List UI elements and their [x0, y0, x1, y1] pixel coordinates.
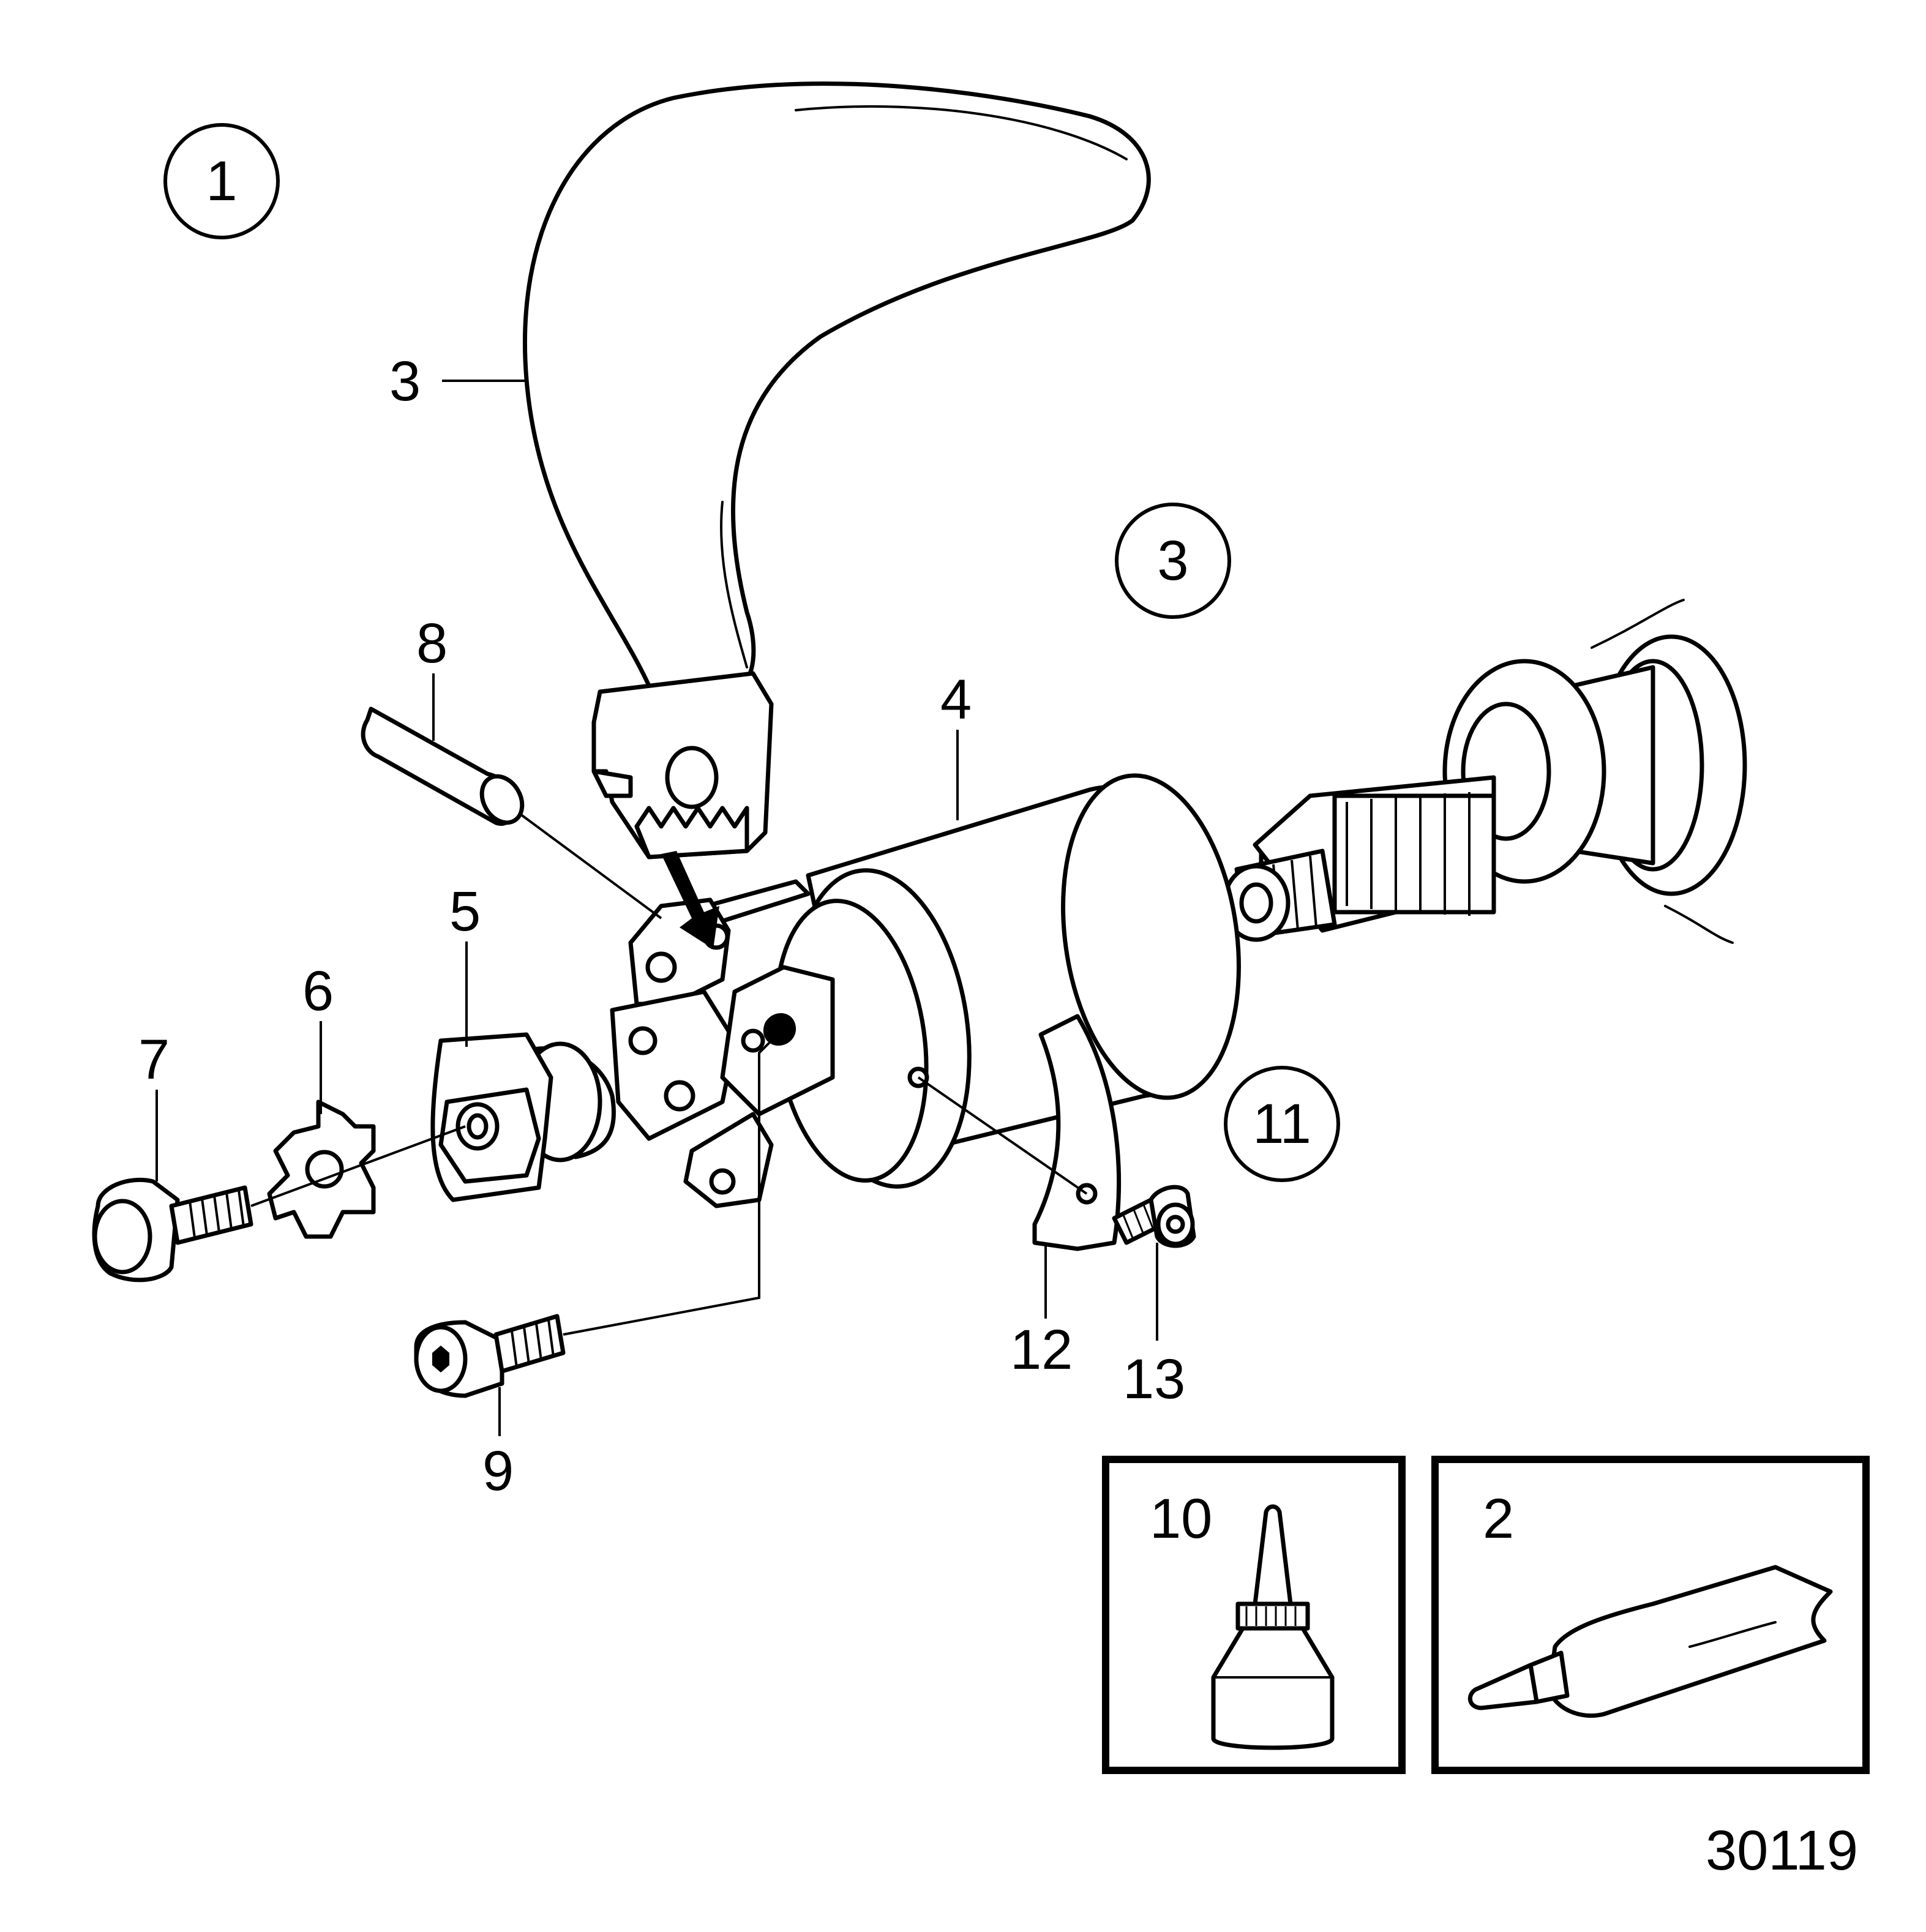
part-label-5: 5 [449, 880, 481, 943]
insert-arrow-icon [661, 851, 719, 949]
callout-11: 11 [1224, 1066, 1340, 1182]
bolt-part-7 [92, 1125, 466, 1282]
callout-1-label: 1 [206, 150, 237, 212]
callout-3-label: 3 [1157, 530, 1188, 592]
part-label-4: 4 [940, 668, 972, 731]
figure-number: 30119 [1706, 1819, 1858, 1882]
housing-part-4 [659, 773, 1241, 1189]
drive-shaft [1222, 599, 1747, 944]
callout-11-label: 11 [1253, 1093, 1311, 1155]
callout-1: 1 [163, 123, 280, 239]
part-label-12: 12 [1010, 1319, 1073, 1381]
callout-3: 3 [1115, 503, 1231, 619]
yoke-fork [610, 897, 835, 1208]
pin-part-8 [361, 706, 662, 919]
tiller-handle-part-3 [522, 81, 1151, 859]
supply-box-grease: 2 [1431, 1456, 1870, 1774]
part-label-13: 13 [1123, 1348, 1185, 1410]
part-label-3: 3 [389, 350, 421, 413]
supply-box-thread-locker: 10 [1102, 1456, 1406, 1774]
grease-tube-icon [1467, 1565, 1833, 1718]
part-label-9: 9 [482, 1440, 514, 1502]
lock-washer-part-6 [267, 1099, 376, 1239]
cap-screw-part-9 [414, 1039, 773, 1398]
part-label-7: 7 [138, 1028, 170, 1091]
small-screw-part-13 [1112, 1185, 1196, 1248]
thread-locker-bottle-icon [1211, 1504, 1335, 1750]
arc-segment-part-12 [917, 1014, 1121, 1251]
part-label-6: 6 [302, 960, 334, 1022]
supply-label-2: 2 [1483, 1488, 1514, 1550]
supply-label-10: 10 [1150, 1488, 1212, 1550]
part-label-8: 8 [416, 612, 448, 675]
nut-part-5 [430, 1032, 616, 1202]
